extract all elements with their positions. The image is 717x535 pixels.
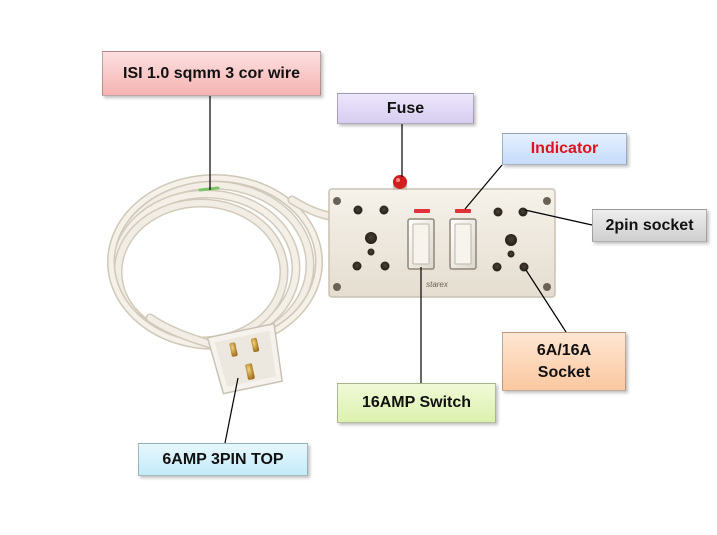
fuse-label: Fuse: [337, 93, 474, 124]
six-sixteen-amp-socket-label: 6A/16A Socket: [502, 332, 626, 391]
indicator-label: Indicator: [502, 133, 627, 165]
leader-lines: [209, 96, 593, 444]
two-pin-socket-text: 2pin socket: [605, 216, 694, 234]
board-brand: starex: [426, 280, 449, 289]
extension-board: starex: [328, 175, 556, 298]
indicator-text: Indicator: [530, 140, 599, 158]
switch-label: 16AMP Switch: [337, 383, 496, 423]
plug-top-text: 6AMP 3PIN TOP: [162, 450, 284, 468]
plug-top: [206, 322, 284, 395]
switch-text: 16AMP Switch: [361, 394, 472, 412]
wire-spec-text: ISI 1.0 sqmm 3 cor wire: [123, 64, 300, 82]
plug-top-label: 6AMP 3PIN TOP: [138, 443, 308, 476]
two-pin-socket-label: 2pin socket: [592, 209, 707, 242]
socket-text: Socket: [537, 363, 591, 381]
coiled-wire: [107, 174, 335, 355]
wire-spec-label: ISI 1.0 sqmm 3 cor wire: [102, 51, 321, 96]
socket-rating-text: 6A/16A: [536, 341, 592, 359]
fuse-text: Fuse: [386, 99, 425, 117]
